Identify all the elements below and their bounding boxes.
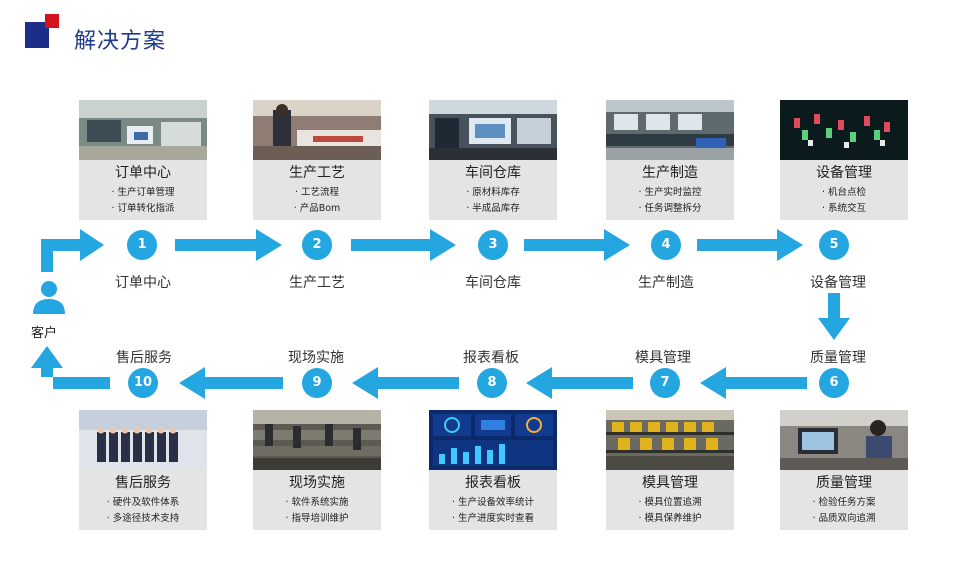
card-title: 设备管理 [816,165,872,181]
step-label-5: 设备管理 [810,275,866,291]
card-step-5: 设备管理 · 机台点检 · 系统交互 [780,100,908,220]
card-title: 质量管理 [816,475,872,491]
card-line: · 半成品库存 [466,203,520,214]
card-title: 生产工艺 [289,165,345,181]
card-line: · 订单转化指派 [111,203,175,214]
step-circle-5: 5 [819,230,849,260]
card-line: · 工艺流程 [294,187,340,198]
card-title: 车间仓库 [465,165,521,181]
step-circle-8: 8 [477,368,507,398]
card-step-4: 生产制造 · 生产实时监控 · 任务调整拆分 [606,100,734,220]
card-line: · 生产订单管理 [111,187,175,198]
card-step-2: 生产工艺 · 工艺流程 · 产品Bom [253,100,381,220]
card-line: · 产品Bom [293,203,341,214]
card-step-10: 售后服务 · 硬件及软件体系 · 多途径技术支持 [79,410,207,530]
card-line: · 生产实时监控 [638,187,702,198]
card-title: 现场实施 [289,475,345,491]
card-line: · 品质双向追溯 [812,513,876,524]
step-circle-1: 1 [127,230,157,260]
customer-label: 客户 [31,326,58,341]
step-circle-9: 9 [302,368,332,398]
step-label-1: 订单中心 [115,275,171,291]
card-title: 生产制造 [642,165,698,181]
photo-report-dashboard [429,410,557,470]
card-step-1: 订单中心 · 生产订单管理 · 订单转化指派 [79,100,207,220]
card-title: 报表看板 [465,475,521,491]
step-label-4: 生产制造 [638,275,694,291]
step-label-9: 现场实施 [288,350,344,366]
step-circle-6: 6 [819,368,849,398]
photo-after-sales [79,410,207,470]
photo-manufacturing [606,100,734,160]
photo-mold-management [606,410,734,470]
card-line: · 模具位置追溯 [638,497,702,508]
step-circle-4: 4 [651,230,681,260]
logo [25,14,59,48]
card-line: · 硬件及软件体系 [106,497,180,508]
card-line: · 系统交互 [821,203,867,214]
step-circle-7: 7 [650,368,680,398]
card-line: · 指导培训维护 [285,513,349,524]
card-line: · 多途径技术支持 [106,513,180,524]
card-step-3: 车间仓库 · 原材料库存 · 半成品库存 [429,100,557,220]
card-step-7: 模具管理 · 模具位置追溯 · 模具保养维护 [606,410,734,530]
step-label-2: 生产工艺 [289,275,345,291]
card-line: · 原材料库存 [466,187,520,198]
step-label-3: 车间仓库 [465,275,521,291]
step-label-10: 售后服务 [116,350,172,366]
step-label-6: 质量管理 [810,350,866,366]
card-title: 售后服务 [115,475,171,491]
card-line: · 检验任务方案 [812,497,876,508]
page-title: 解决方案 [74,29,167,54]
photo-production-process [253,100,381,160]
photo-onsite-implementation [253,410,381,470]
card-title: 订单中心 [115,165,171,181]
card-line: · 任务调整拆分 [638,203,702,214]
card-line: · 生产进度实时查看 [451,513,535,524]
photo-quality-management [780,410,908,470]
card-title: 模具管理 [642,475,698,491]
card-line: · 软件系统实施 [285,497,349,508]
card-step-9: 现场实施 · 软件系统实施 · 指导培训维护 [253,410,381,530]
card-line: · 机台点检 [821,187,867,198]
card-line: · 模具保养维护 [638,513,702,524]
step-circle-2: 2 [302,230,332,260]
step-circle-3: 3 [478,230,508,260]
step-label-7: 模具管理 [635,350,691,366]
card-line: · 生产设备效率统计 [451,497,535,508]
photo-workshop-warehouse [429,100,557,160]
card-step-8: 报表看板 · 生产设备效率统计 · 生产进度实时查看 [429,410,557,530]
step-label-8: 报表看板 [463,350,519,366]
step-circle-10: 10 [128,368,158,398]
card-step-6: 质量管理 · 检验任务方案 · 品质双向追溯 [780,410,908,530]
photo-equipment-management [780,100,908,160]
photo-order-center [79,100,207,160]
